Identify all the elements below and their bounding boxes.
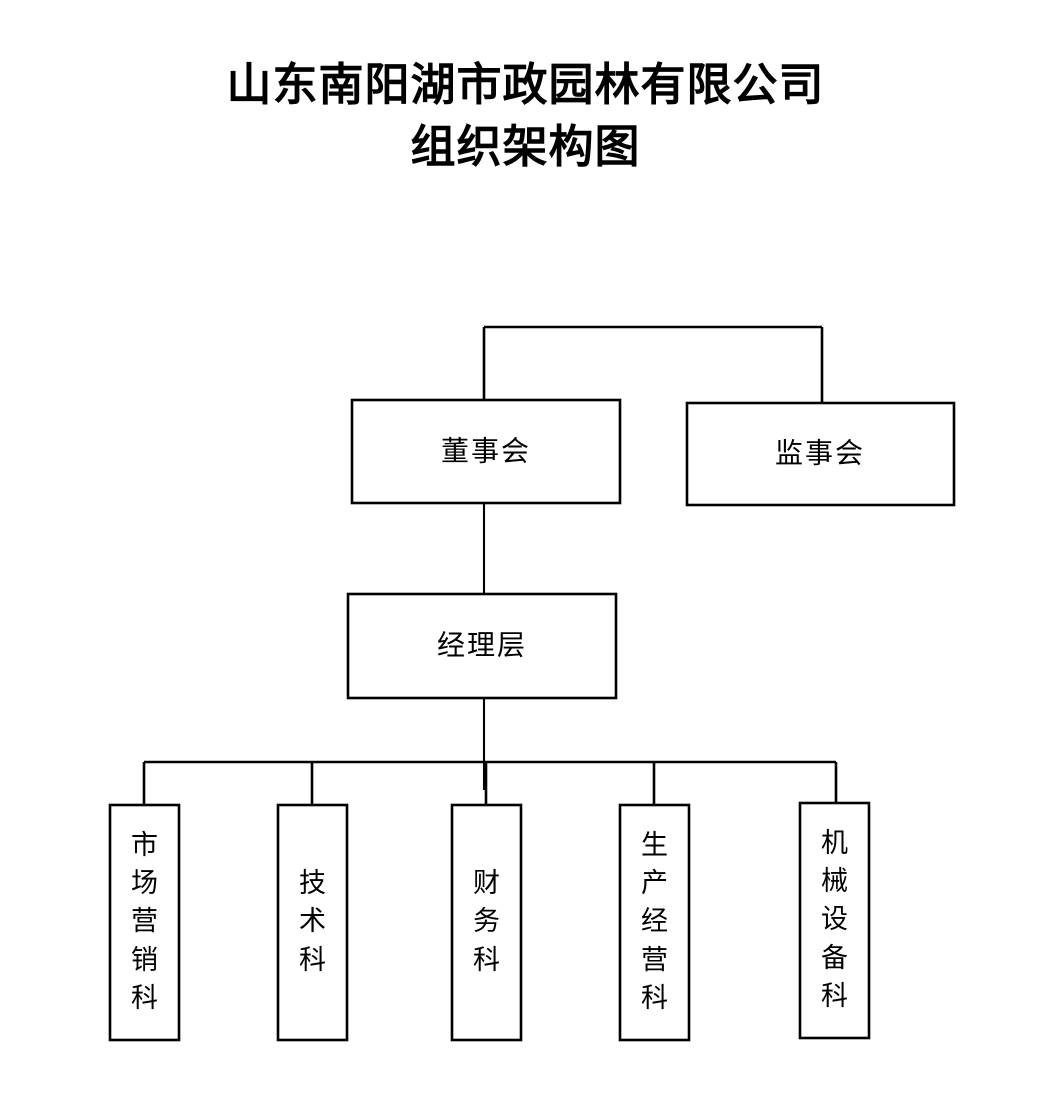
node-box-board[interactable] [350, 398, 622, 505]
node-box-dept-equipment[interactable] [798, 801, 871, 1040]
connector-top-bracket [482, 325, 824, 404]
node-label-supervisors: 监事会 [775, 437, 865, 470]
page-title: 山东南阳湖市政园林有限公司 组织架构图 [0, 54, 1051, 178]
title-line-company: 山东南阳湖市政园林有限公司 [226, 58, 825, 111]
node-box-dept-marketing[interactable] [108, 803, 181, 1042]
node-box-supervisors[interactable] [685, 401, 956, 507]
node-label-management: 经理层 [437, 629, 527, 662]
node-box-dept-finance[interactable] [450, 803, 523, 1042]
node-box-dept-technology[interactable] [276, 803, 349, 1042]
node-box-dept-production[interactable] [618, 803, 691, 1042]
connector-department-bus [142, 760, 838, 806]
node-label-board: 董事会 [441, 435, 531, 468]
title-line-subject: 组织架构图 [410, 120, 641, 173]
node-box-management[interactable] [346, 592, 618, 700]
